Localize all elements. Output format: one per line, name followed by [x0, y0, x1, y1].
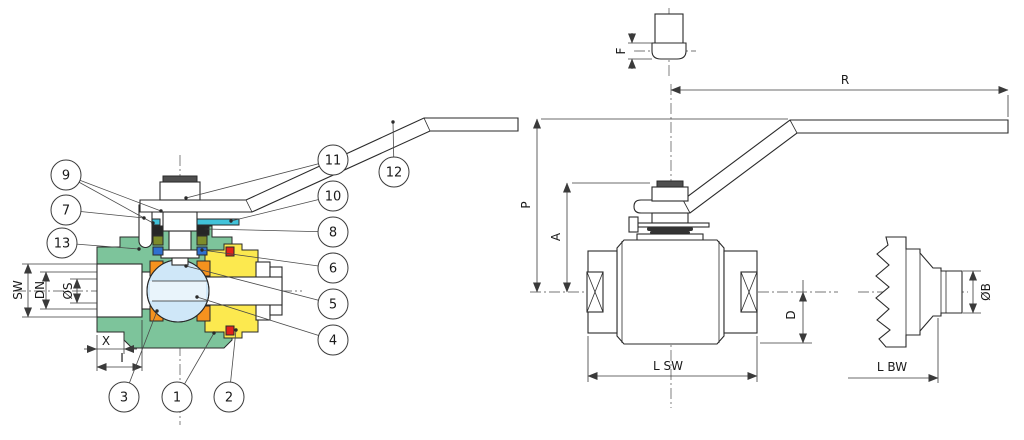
callout-10	[317, 180, 349, 212]
svg-text:1: 1	[173, 391, 181, 406]
buttweld-end-view: ØB L BW	[848, 236, 993, 383]
callout-2	[213, 381, 245, 413]
callout-1	[161, 381, 193, 413]
dim-sw-label: SW	[11, 280, 25, 300]
stem-nut-cap	[162, 175, 198, 183]
svg-text:13: 13	[54, 237, 71, 252]
callout-11	[317, 144, 349, 176]
dim-ob-label: ØB	[979, 283, 993, 301]
port-dimensions: SW DN ØS	[11, 263, 97, 318]
dim-dn-label: DN	[33, 281, 47, 299]
side-body	[616, 239, 725, 345]
dim-p-label: P	[519, 201, 533, 208]
weld-cross-line	[740, 271, 758, 313]
side-gland-ring-2	[650, 231, 690, 234]
side-gland-nut	[651, 212, 689, 224]
svg-text:2: 2	[225, 391, 233, 406]
dim-x-label: X	[102, 334, 110, 348]
dim-i-label: I	[120, 351, 124, 365]
side-handle-nut	[651, 186, 689, 202]
stop-plate-right	[196, 218, 240, 226]
callout-6	[317, 252, 349, 284]
handle-bend-crease-2	[423, 117, 431, 132]
weld-symbol-left	[586, 271, 604, 313]
buttweld-end-profile	[875, 236, 963, 348]
svg-text:9: 9	[62, 169, 70, 184]
weld-cross-line	[586, 271, 604, 313]
gland-nut	[162, 211, 198, 232]
side-view: F R	[519, 8, 1009, 408]
dim-r-label: R	[841, 73, 849, 87]
callout-13	[46, 227, 78, 259]
dim-lbw-label: L BW	[877, 360, 907, 374]
svg-text:7: 7	[62, 204, 70, 219]
dim-d-label: D	[784, 310, 798, 319]
stem-tongue	[171, 257, 189, 266]
callout-4	[317, 324, 349, 356]
port-socket-bore	[96, 263, 143, 318]
outlet-bore	[204, 276, 283, 306]
dim-f-label: F	[614, 47, 628, 54]
thrust-washer-left	[152, 235, 164, 246]
svg-text:5: 5	[329, 298, 337, 313]
packing-right	[196, 225, 210, 236]
svg-text:6: 6	[329, 262, 337, 277]
svg-text:10: 10	[325, 190, 342, 205]
callout-balloons: 9 7 13 11 10 8 6 5 4 3 1 2 12	[46, 144, 410, 413]
stem-flats	[651, 42, 687, 60]
weld-symbol-right	[740, 271, 758, 313]
dim-a-label: A	[549, 232, 563, 241]
side-gland-ring	[647, 227, 693, 231]
handle-side-crease	[682, 199, 691, 214]
body-seal-bottom	[225, 325, 235, 336]
callout-8	[317, 216, 349, 248]
body-seal-top	[225, 246, 235, 257]
handle-nut	[159, 181, 201, 201]
callout-7	[50, 194, 82, 226]
svg-text:12: 12	[386, 166, 403, 181]
callout-3	[108, 381, 140, 413]
stop-pin	[138, 204, 153, 249]
dim-os-label: ØS	[61, 282, 75, 299]
stem-bearing-left	[152, 246, 164, 256]
svg-text:11: 11	[325, 154, 342, 169]
svg-text:8: 8	[329, 226, 337, 241]
handle-side-crease-2	[789, 119, 798, 134]
side-stem-assembly	[628, 180, 710, 242]
depth-dimensions: X I	[84, 320, 143, 371]
ball-bore	[150, 281, 206, 301]
stem-lower	[168, 230, 192, 253]
thrust-washer-right	[196, 235, 208, 246]
handle-bend-crease	[245, 199, 253, 213]
svg-text:3: 3	[120, 391, 128, 406]
side-stem-nut-cap	[656, 180, 684, 188]
stem-square-top	[654, 13, 684, 45]
section-view: SW DN ØS X I	[11, 117, 519, 425]
callout-5	[317, 288, 349, 320]
callout-9	[50, 159, 82, 191]
side-stop-plate	[636, 222, 710, 228]
side-stop-pin	[628, 216, 639, 233]
svg-text:4: 4	[329, 334, 337, 349]
packing-left	[150, 225, 164, 236]
stem-top-detail: F	[614, 8, 696, 78]
callout-12	[378, 156, 410, 188]
handle-side	[633, 119, 1009, 214]
stem-slot-plate	[160, 249, 200, 259]
dim-lsw-label: L SW	[653, 359, 683, 373]
